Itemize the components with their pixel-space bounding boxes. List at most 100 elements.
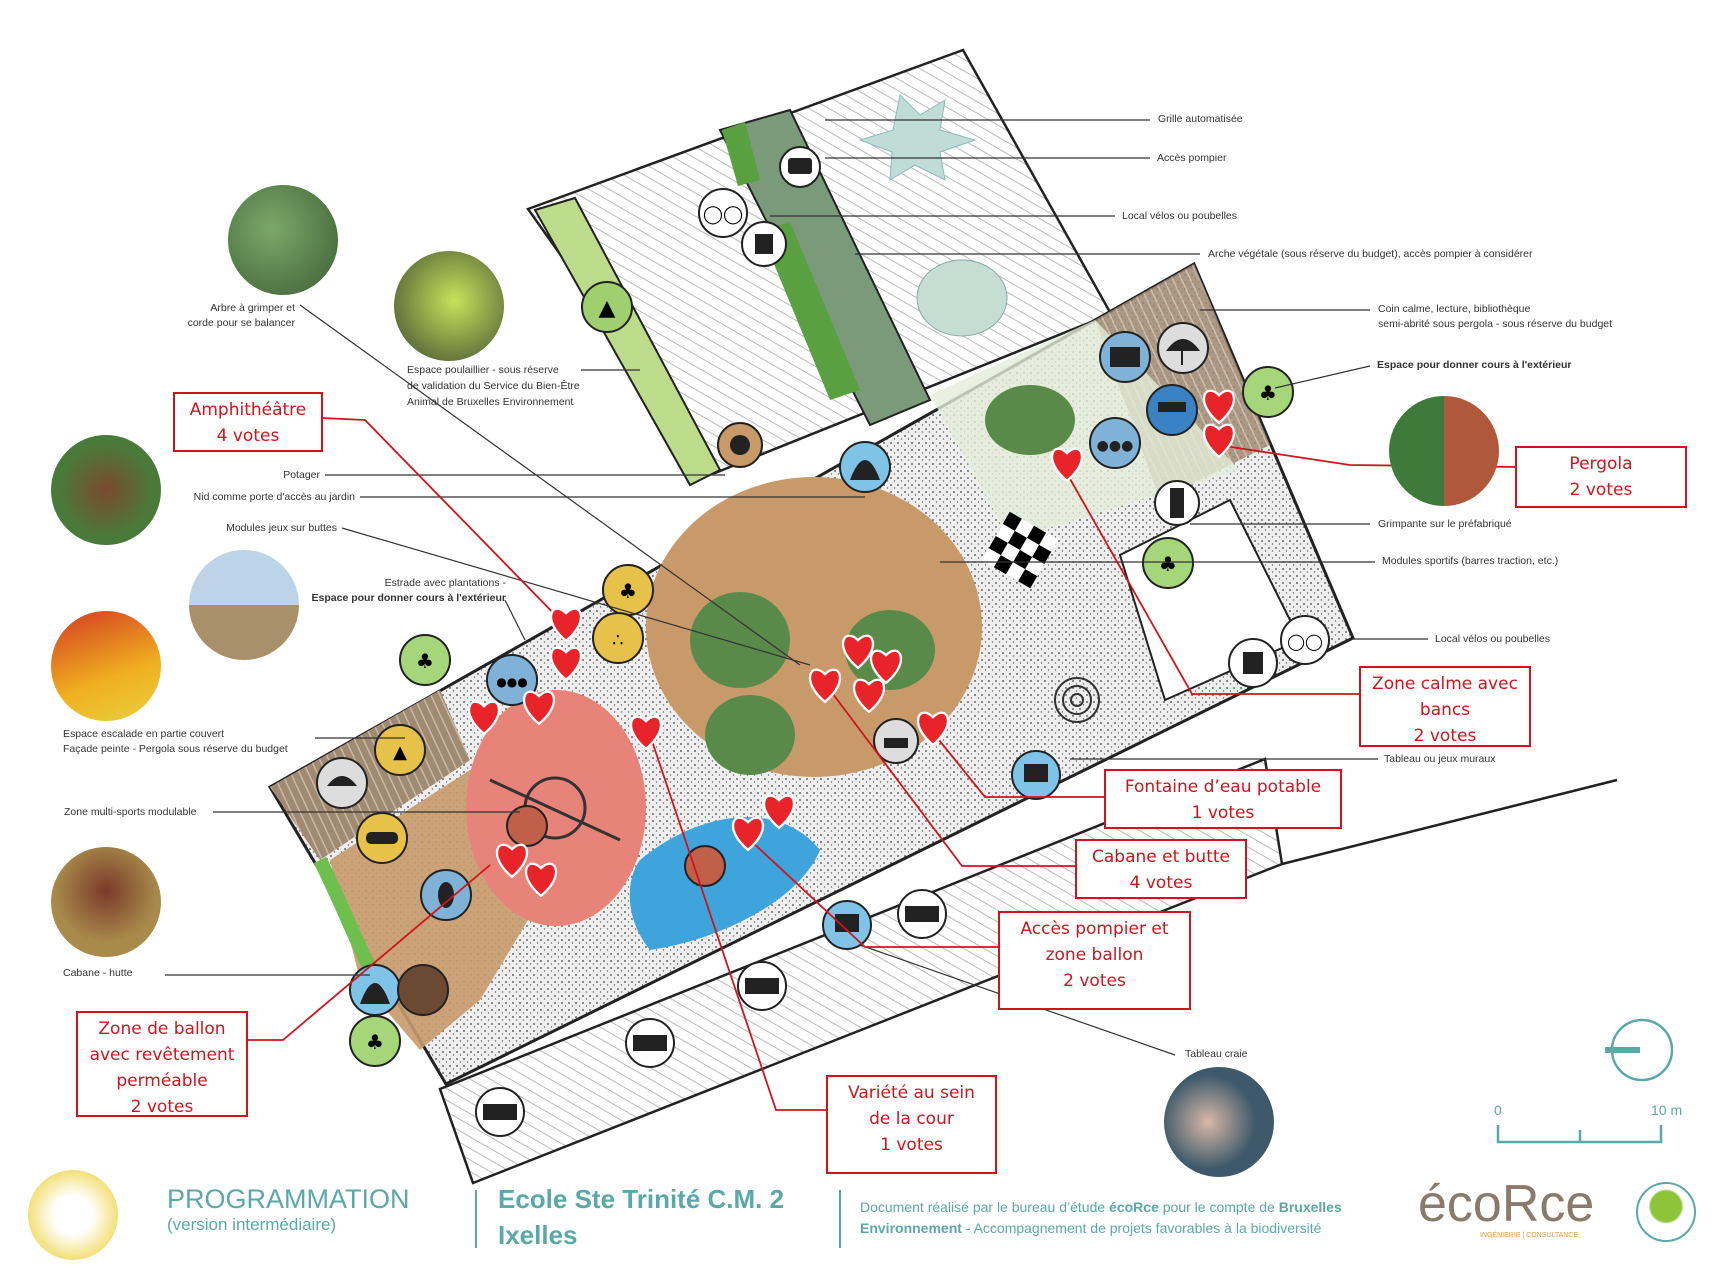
swing-icon: ∴ [592,612,644,664]
vote-count: 2 votes [1413,726,1477,746]
credit-line-1: Document réalisé par le bureau d’étude é… [860,1197,1342,1218]
label-espace-cours-right: Espace pour donner cours à l'extérieur [1377,358,1571,373]
vote-count: 2 votes [1569,480,1633,500]
credit-text: Document réalisé par le bureau d’étude [860,1199,1110,1215]
north-arrow [1605,1018,1674,1082]
label-line: de validation du Service du Bien-Être [407,380,580,392]
green-path [533,196,722,487]
svg-text:▲: ▲ [393,742,407,763]
label-poulaillier: Espace poulaillier - sous réserve de vali… [407,362,580,410]
scale-end-label: 10 m [1651,1102,1683,1118]
svg-text:▲: ▲ [599,296,616,321]
tree-logo [1636,1182,1696,1242]
book-icon [1099,331,1151,383]
calm-zone [930,320,1240,540]
vine-icon: ♣ [1242,366,1294,418]
bench-icon [475,1087,525,1137]
group-icon: ●●● [1089,417,1141,469]
labyrinth-icon [1054,677,1100,723]
photo-climbing-tree [228,185,338,295]
label-line: Espace pour donner cours à l'extérieur [311,592,506,604]
photo-chalkboard [1164,1067,1274,1177]
wood-chips-icon [397,964,449,1016]
chalkboard-icon [822,900,872,950]
label-line: Arbre à grimper et [210,302,295,314]
label-local-velos-right: Local vélos ou poubelles [1435,633,1550,645]
bench-icon [897,889,947,939]
photo-pergola [1389,396,1499,506]
svg-text:♣: ♣ [619,579,637,603]
label-grimpante: Grimpante sur le préfabriqué [1378,518,1512,530]
footer-divider [839,1190,841,1248]
vote-count: 1 votes [1191,803,1255,823]
vote-count: 2 votes [1063,971,1126,991]
label-arche: Arche végétale (sous réserve du budget),… [1208,248,1533,260]
footer-subtitle: (version intermédiaire) [167,1215,337,1234]
climbing-facade [270,690,470,860]
svg-text:♣: ♣ [1159,552,1177,576]
photo-hut [51,847,161,957]
svg-text:∴: ∴ [612,630,623,651]
photo-painted-facade [51,611,161,721]
label-potager: Potager [283,469,320,481]
bench-icon [1146,384,1198,436]
ecorce-logo-subtitle: INGÉNIERIE | CONSULTANCE [1480,1232,1579,1239]
hut-icon [349,964,401,1016]
vote-title: Pergola [1569,454,1633,474]
tree-icon: ♣ [602,564,654,616]
umbrella-icon [316,757,368,809]
label-multisports: Zone multi-sports modulable [64,806,197,818]
school-name: Ecole Ste Trinité C.M. 2 [498,1184,785,1214]
credit-line-2: Environnement - Accompagnement de projet… [860,1218,1342,1239]
label-tableau-muraux: Tableau ou jeux muraux [1384,753,1496,765]
vote-title: de la cour [869,1109,954,1129]
fountain-icon [873,718,919,764]
label-grille: Grille automatisée [1158,113,1243,125]
label-line: Espace poulaillier - sous réserve [407,364,559,376]
scale-start-label: 0 [1494,1102,1502,1118]
bench-icon [737,961,787,1011]
bike-icon: ◯◯ [1280,615,1330,665]
vote-title: Zone calme avec [1372,674,1518,694]
vote-title: Cabane et butte [1091,847,1231,867]
vote-count: 2 votes [130,1097,194,1117]
chicken-icon: ▲ [581,281,633,333]
balls-icon [684,845,726,887]
photo-nest [51,435,161,545]
label-nid: Nid comme porte d'accès au jardin [193,491,355,503]
children-logo [28,1170,118,1260]
label-arbre: Arbre à grimper et corde pour se balancer [188,301,295,331]
label-acces-pompier: Accès pompier [1157,152,1227,164]
climbing-icon: ▲ [374,724,426,776]
log-icon [356,812,408,864]
label-cabane-hutte: Cabane - hutte [63,967,133,979]
label-line: Espace escalade en partie couvert [63,728,225,740]
label-line: Espace pour donner cours à l'extérieur [1377,359,1572,371]
label-tableau-craie: Tableau craie [1185,1048,1248,1060]
label-line: corde pour se balancer [187,317,295,329]
vote-box-zone-calme: Zone calme avec bancs 2 votes [1359,666,1531,747]
vote-leader-lines [248,417,1516,1111]
trash-icon [1228,638,1278,688]
label-local-velos-top: Local vélos ou poubelles [1122,210,1237,222]
scale-bar [1496,1125,1663,1144]
svg-text:♣: ♣ [1259,381,1277,405]
svg-text:♣: ♣ [366,1030,384,1054]
bike-icon: ◯◯ [698,188,748,238]
label-modules-sportifs: Modules sportifs (barres traction, etc.) [1382,555,1559,567]
hut-icon [839,441,891,493]
credit-text: - Accompagnement de projets favorables à… [961,1220,1322,1236]
fire-truck-icon [779,146,821,188]
vote-count: 1 votes [880,1135,943,1155]
footprint-icon [420,869,472,921]
vote-title: bancs [1419,700,1471,720]
vote-box-pergola: Pergola 2 votes [1515,446,1687,508]
tree-star [858,93,977,181]
vote-title: zone ballon [1045,945,1144,965]
